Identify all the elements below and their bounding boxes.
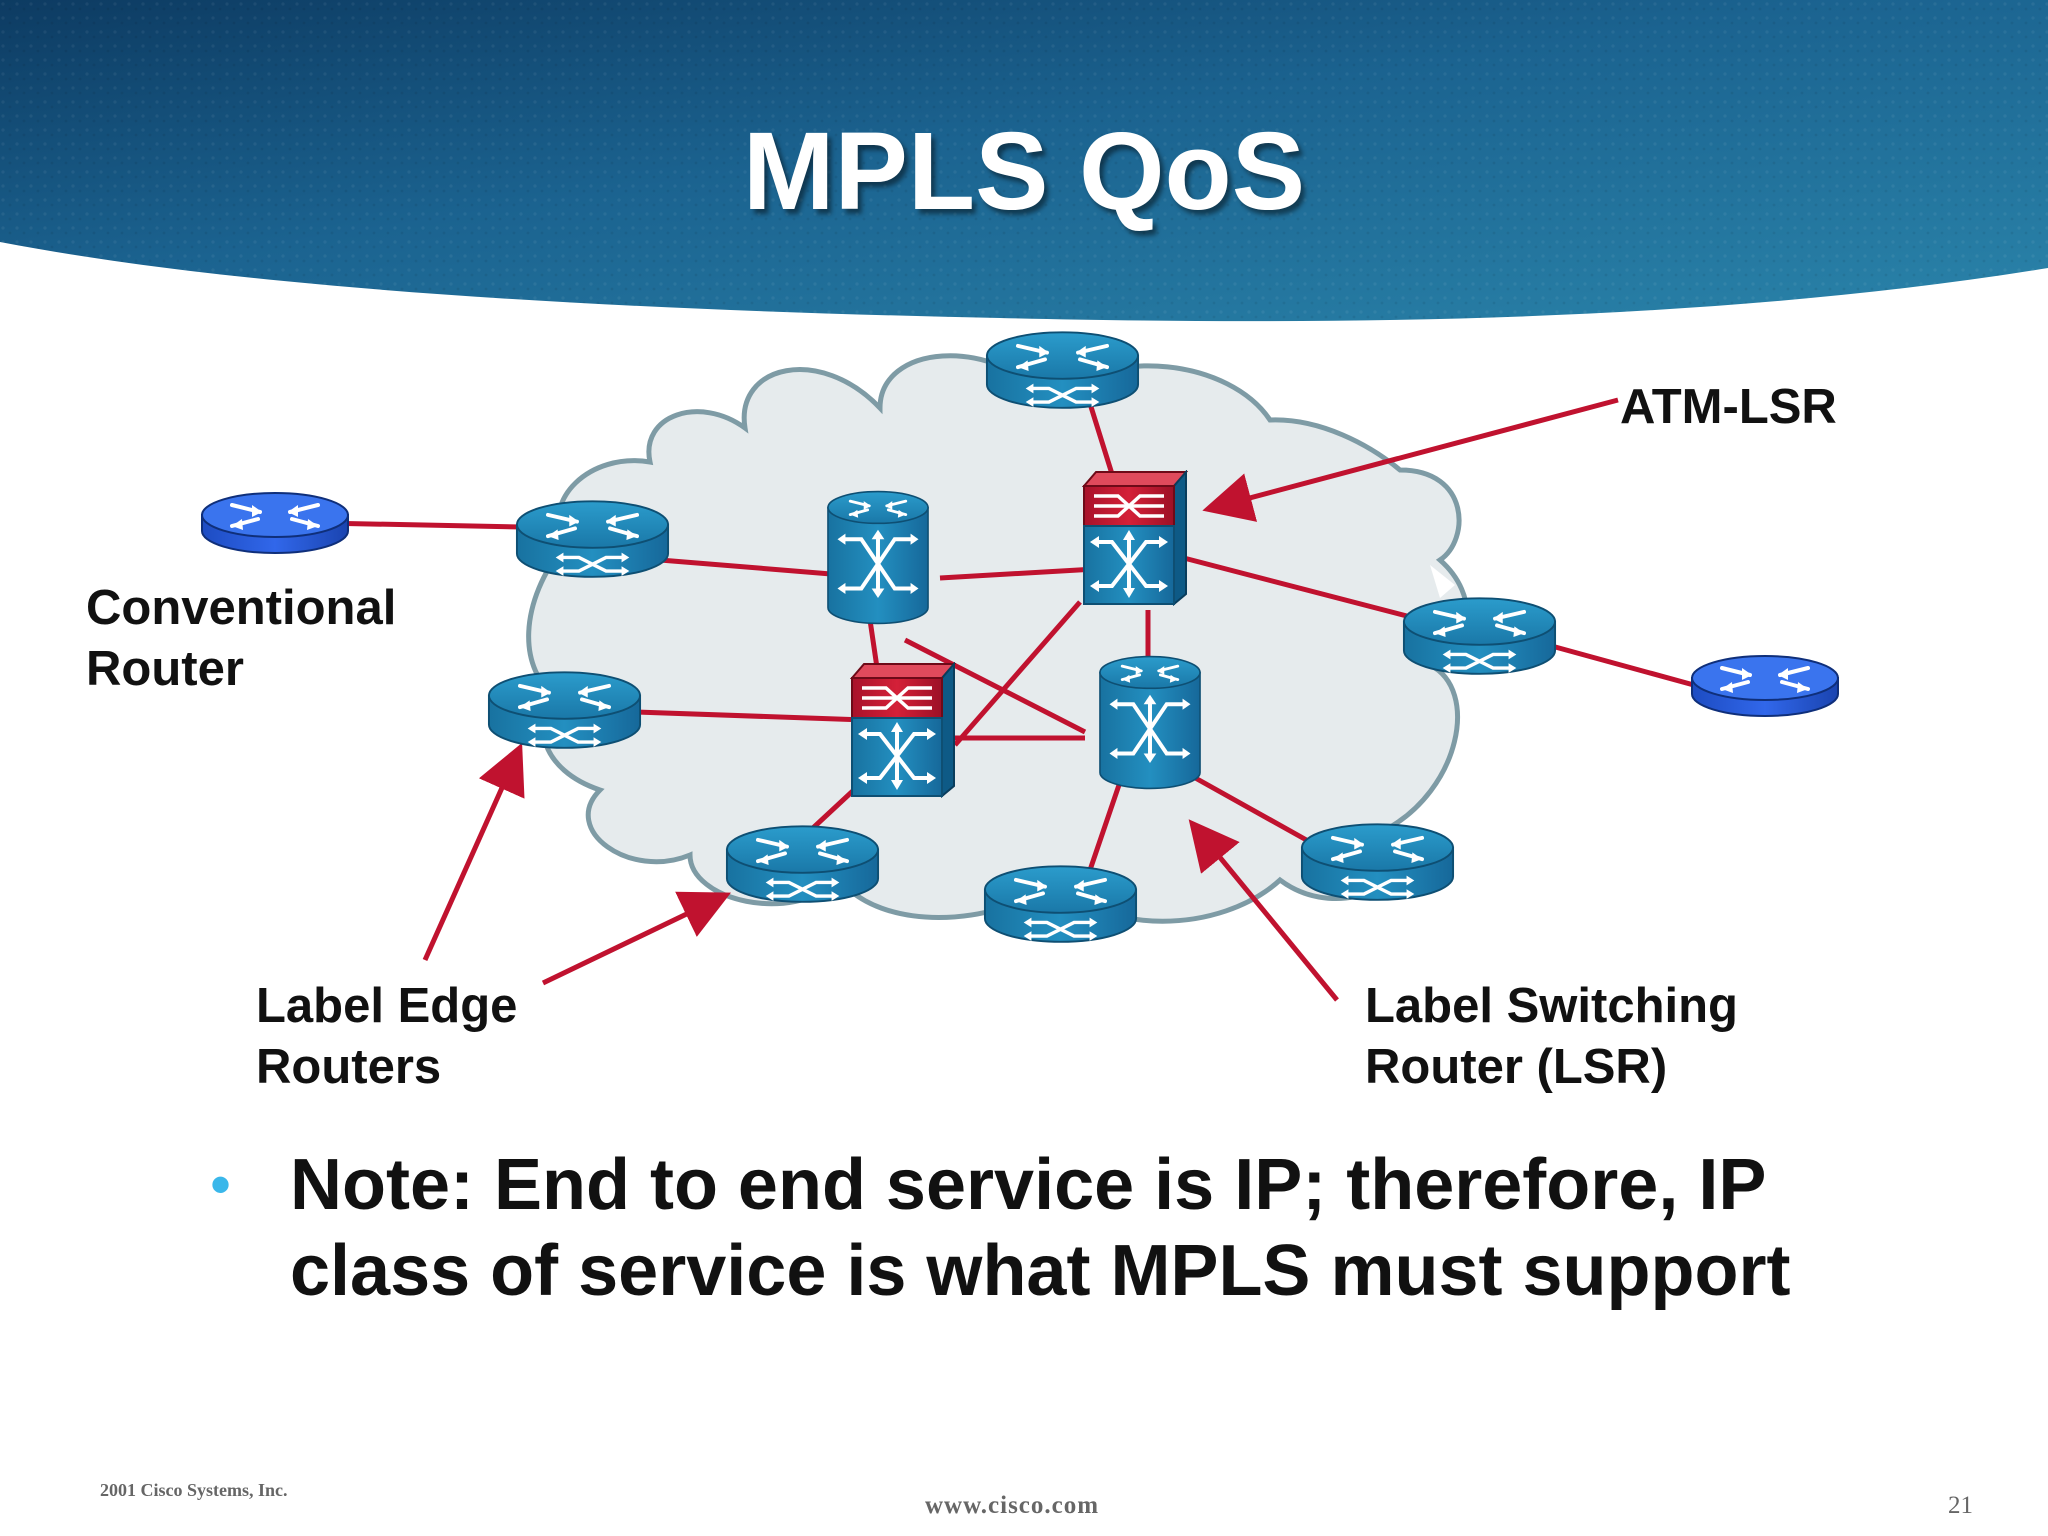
label-edge-routers-line1: Label Edge — [256, 979, 518, 1033]
label-edge-routers-line2: Routers — [256, 1040, 442, 1094]
lsr-label: Label Switching Router (LSR) — [1365, 976, 1738, 1098]
lsr-router-icon — [983, 864, 1138, 944]
lsr-switch-icon — [828, 492, 928, 624]
atm-lsr-switch-icon — [850, 662, 956, 798]
footer-copyright: 2001 Cisco Systems, Inc. — [100, 1480, 288, 1500]
lsr-router-icon — [725, 824, 880, 904]
lsr-router-icon — [515, 499, 670, 579]
label-edge-routers-label: Label Edge Routers — [256, 976, 517, 1098]
lsr-router-icon — [487, 670, 642, 750]
conventional-router-icon — [200, 491, 350, 555]
lsr-switch-icon — [1100, 657, 1200, 789]
atm-lsr-label: ATM-LSR — [1620, 380, 1837, 434]
atm-lsr-pointer — [1202, 397, 1619, 522]
conventional-router-label-line2: Router — [86, 642, 244, 696]
lsr-label-line1: Label Switching — [1365, 979, 1738, 1033]
lsr-pointer — [1188, 819, 1339, 1002]
atm-lsr-switch-icon — [1082, 470, 1188, 606]
footer-website: www.cisco.com — [925, 1492, 1100, 1519]
header-banner — [0, 0, 2048, 322]
conventional-router-label: Conventional Router — [86, 578, 396, 700]
lsr-router-icon — [1402, 596, 1557, 676]
conventional-router-icon — [1690, 654, 1840, 718]
edge-router-pointer-1 — [422, 742, 525, 962]
bullet-point: • — [210, 1151, 232, 1218]
lsr-label-line2: Router (LSR) — [1365, 1040, 1668, 1094]
edge-router-pointer-2 — [541, 891, 732, 986]
note-text: Note: End to end service is IP; therefor… — [290, 1145, 1791, 1311]
page-number: 21 — [1948, 1492, 1973, 1519]
conventional-router-label-line1: Conventional — [86, 581, 397, 635]
slide-title: MPLS QoS — [742, 110, 1306, 233]
lsr-router-icon — [985, 330, 1140, 410]
lsr-router-icon — [1300, 822, 1455, 902]
